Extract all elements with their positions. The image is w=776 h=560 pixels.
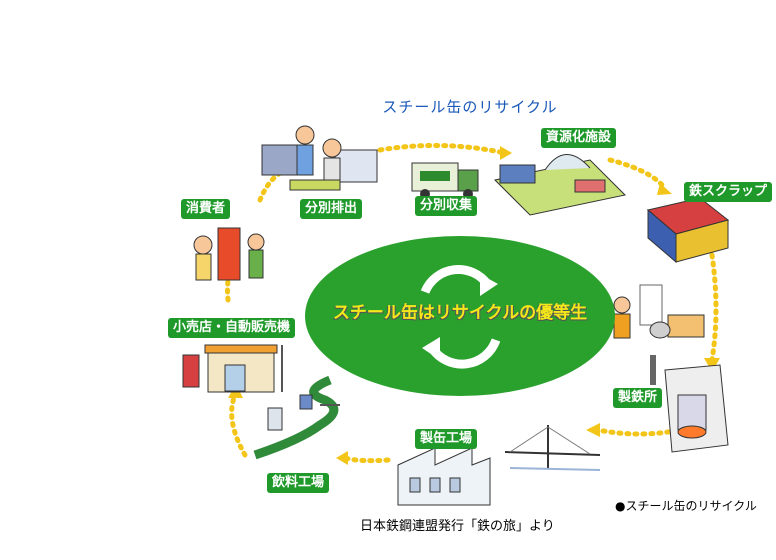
stage-label-separate-collection: 分別収集 (415, 196, 478, 216)
cycle-arrow-6 (229, 392, 248, 458)
stage-label-beverage-factory: 飲料工場 (267, 473, 330, 493)
arrow-head-4 (586, 423, 600, 437)
stage-label-consumer: 消費者 (181, 199, 231, 219)
cycle-arrow-3 (709, 252, 719, 363)
stage-label-steelworks: 製鉄所 (613, 388, 663, 408)
retail-store-illustration (182, 344, 283, 393)
stage-label-sorted-discharge: 分別排出 (300, 199, 363, 219)
consumers-illustration (193, 227, 265, 281)
stage-label-steel-scrap: 鉄スクラップ (684, 182, 773, 202)
cycle-arrow-1 (377, 142, 503, 155)
figure-caption: ●スチール缶のリサイクル (615, 499, 757, 513)
center-slogan: スチール缶はリサイクルの優等生 (332, 303, 588, 323)
can-factory-illustration (397, 447, 491, 506)
diagram-title: スチール缶のリサイクル (382, 98, 558, 116)
arrow-head-3 (704, 358, 720, 372)
bridge-illustration (504, 425, 601, 471)
arrow-head-2 (657, 183, 672, 195)
stage-label-retail-vending: 小売店・自動販売機 (168, 318, 296, 338)
sorting-people-illustration (261, 125, 378, 191)
steelworks-illustration (650, 355, 729, 453)
stage-label-recycling-facility: 資源化施設 (541, 128, 617, 148)
arrow-head-1 (500, 146, 512, 160)
arrow-head-5 (336, 451, 348, 465)
source-caption: 日本鉄鋼連盟発行「鉄の旅」より (360, 519, 555, 534)
steel-products-illustration (613, 284, 705, 339)
center-ellipse (305, 236, 615, 396)
beverage-factory-illustration (253, 375, 340, 460)
recycling-facility-illustration (493, 154, 627, 216)
steel-scrap-illustration (646, 197, 730, 264)
stage-label-can-factory: 製缶工場 (415, 429, 478, 449)
